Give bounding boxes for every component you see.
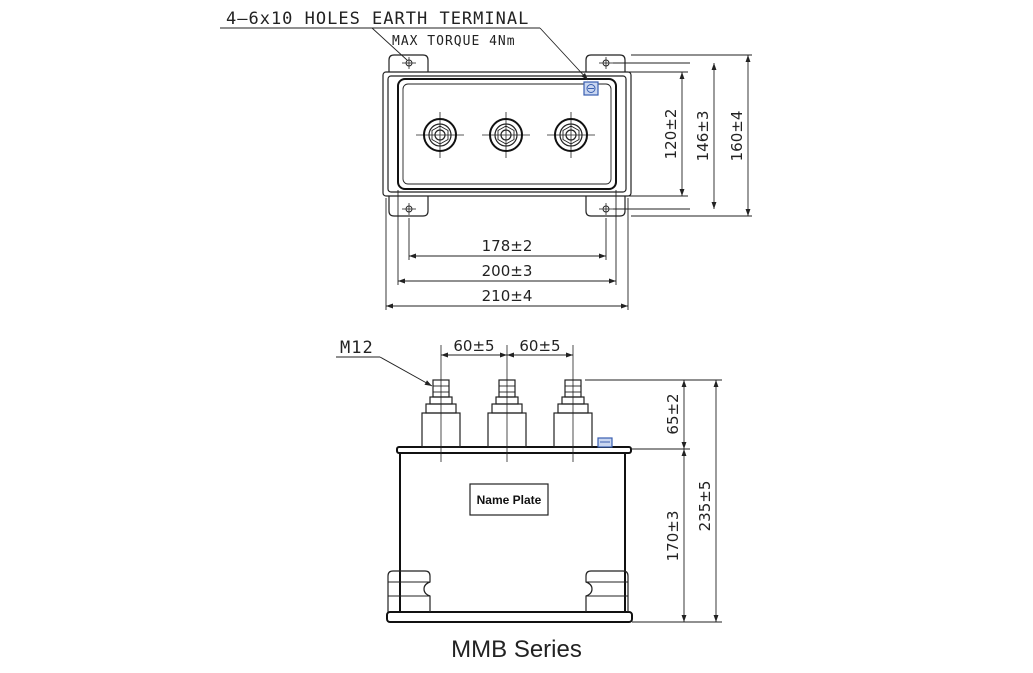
name-plate-label: Name Plate <box>477 493 542 507</box>
can-body <box>399 453 626 613</box>
dim-height-146: 146±3 <box>694 111 712 162</box>
base-flange <box>386 611 633 623</box>
torque-label: MAX TORQUE 4Nm <box>392 34 516 49</box>
mounting-tab <box>585 54 626 72</box>
dim-width-200: 200±3 <box>482 262 533 280</box>
dim-width-178: 178±2 <box>482 237 533 255</box>
dim-terminal-height: 65±2 <box>664 393 682 434</box>
housing-outline <box>382 71 632 197</box>
earth-terminal-icon <box>583 81 599 96</box>
earth-stud-icon <box>597 437 613 448</box>
cover-plate <box>397 78 617 190</box>
top-flange <box>396 446 632 454</box>
dim-spacing-right: 60±5 <box>519 337 560 355</box>
dim-total-height: 235±5 <box>696 481 714 532</box>
mounting-foot <box>585 570 629 612</box>
terminal-side <box>421 345 461 462</box>
terminal-side <box>553 345 593 462</box>
side-view: Name Plate <box>336 337 722 623</box>
dim-body-height: 170±3 <box>664 511 682 562</box>
terminal-top <box>482 112 530 158</box>
terminal-top <box>547 112 595 158</box>
dim-spacing-left: 60±5 <box>453 337 494 355</box>
dim-height-120: 120±2 <box>662 109 680 160</box>
terminal-side <box>487 345 527 462</box>
mounting-tab <box>388 196 429 217</box>
mounting-foot <box>387 570 431 612</box>
dim-width-210: 210±4 <box>482 287 533 305</box>
technical-drawing: 4–6x10 HOLES EARTH TERMINAL MAX TORQUE 4… <box>220 9 752 623</box>
mounting-tab <box>585 196 626 217</box>
holes-label: 4–6x10 HOLES EARTH TERMINAL <box>226 9 529 29</box>
terminal-top <box>416 112 464 158</box>
top-view: 4–6x10 HOLES EARTH TERMINAL MAX TORQUE 4… <box>220 9 752 310</box>
dim-height-160: 160±4 <box>728 111 746 162</box>
name-plate <box>469 483 549 516</box>
series-caption: MMB Series <box>451 636 582 663</box>
mounting-tab <box>388 54 429 72</box>
thread-label: M12 <box>340 338 374 358</box>
